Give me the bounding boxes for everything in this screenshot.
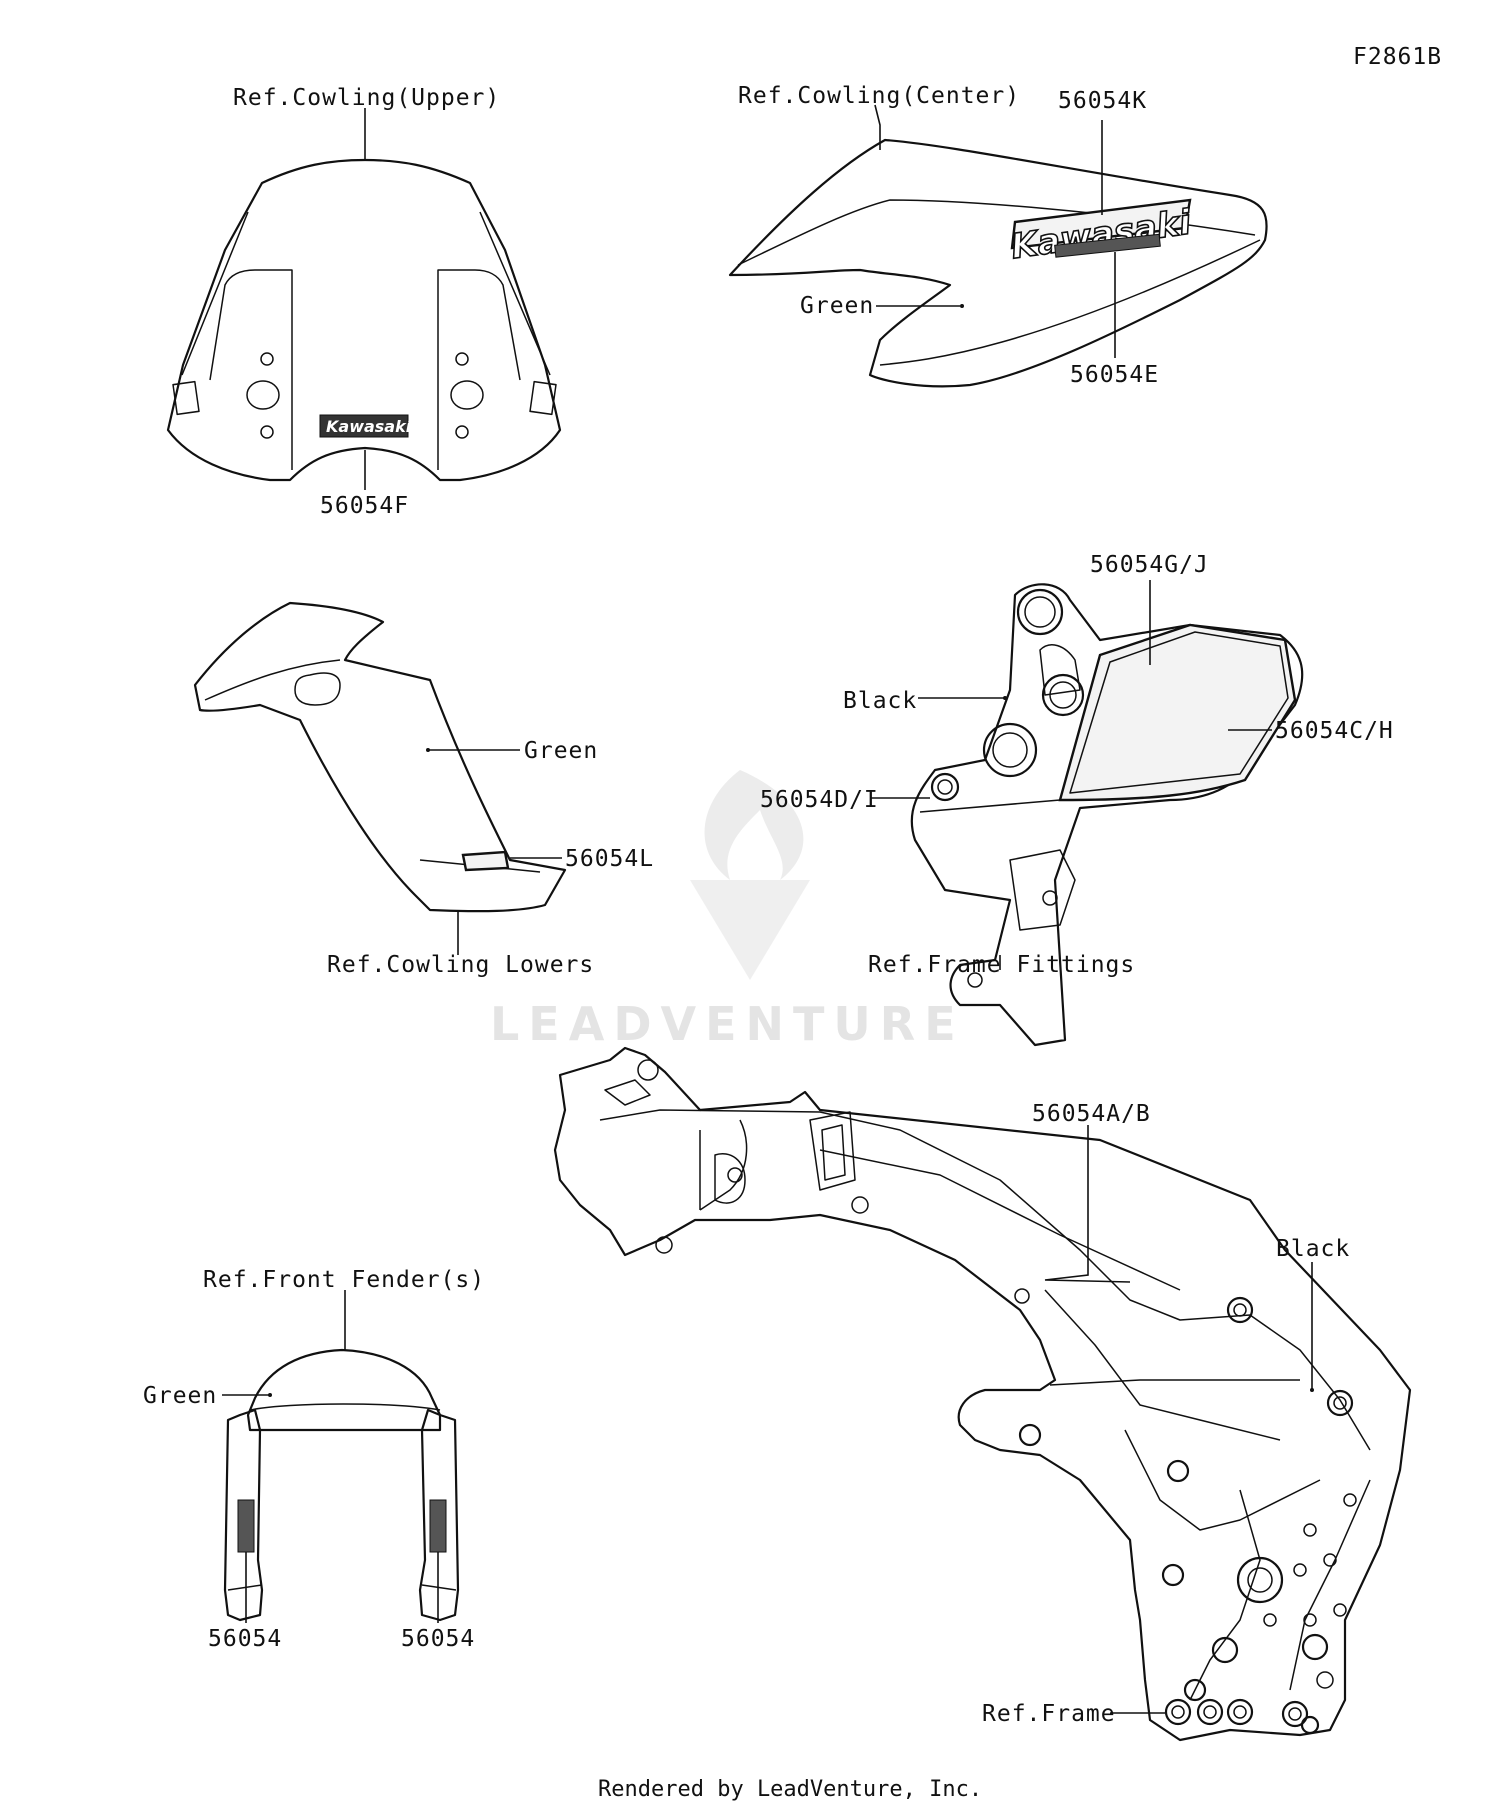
- watermark-text: LEADVENTURE: [490, 997, 965, 1051]
- label-56054AB: 56054A/B: [1032, 1101, 1151, 1127]
- label-56054GJ: 56054G/J: [1090, 552, 1209, 578]
- center-cowling: Kawasaki: [728, 138, 1268, 388]
- label-56054E: 56054E: [1070, 362, 1159, 388]
- main-frame: [553, 1046, 1412, 1742]
- label-56054F: 56054F: [320, 493, 409, 519]
- upper-cowling: Kawasaki: [166, 158, 562, 482]
- front-fender: [223, 1348, 460, 1622]
- label-green-fender: Green: [143, 1383, 217, 1409]
- label-56054-left: 56054: [208, 1626, 282, 1652]
- leadventure-watermark: LEADVENTURE: [490, 770, 965, 1051]
- label-56054-right: 56054: [401, 1626, 475, 1652]
- label-frame-fittings: Ref.Frame Fittings: [868, 952, 1135, 978]
- label-black-fitting: Black: [843, 688, 917, 714]
- label-ref-frame: Ref.Frame: [982, 1701, 1116, 1727]
- label-green-center: Green: [800, 293, 874, 319]
- footer-credit: Rendered by LeadVenture, Inc.: [598, 1777, 982, 1802]
- leader-56054AB: [1044, 1125, 1131, 1283]
- leader-cowling-center: [874, 104, 881, 150]
- label-56054DI: 56054D/I: [760, 787, 879, 813]
- label-cowling-upper: Ref.Cowling(Upper): [233, 85, 500, 111]
- lower-cowling: [193, 601, 567, 913]
- label-56054CH: 56054C/H: [1275, 718, 1394, 744]
- label-black-frame: Black: [1276, 1236, 1350, 1262]
- label-green-lower: Green: [524, 738, 598, 764]
- label-cowling-lowers: Ref.Cowling Lowers: [327, 952, 594, 978]
- label-56054L: 56054L: [565, 846, 654, 872]
- label-front-fender: Ref.Front Fender(s): [203, 1267, 485, 1293]
- label-56054K: 56054K: [1058, 88, 1147, 114]
- label-cowling-center: Ref.Cowling(Center): [738, 83, 1020, 109]
- figure-id: F2861B: [1353, 44, 1442, 70]
- kawasaki-logo-upper: Kawasaki: [326, 417, 412, 436]
- frame-fitting: [910, 583, 1304, 1047]
